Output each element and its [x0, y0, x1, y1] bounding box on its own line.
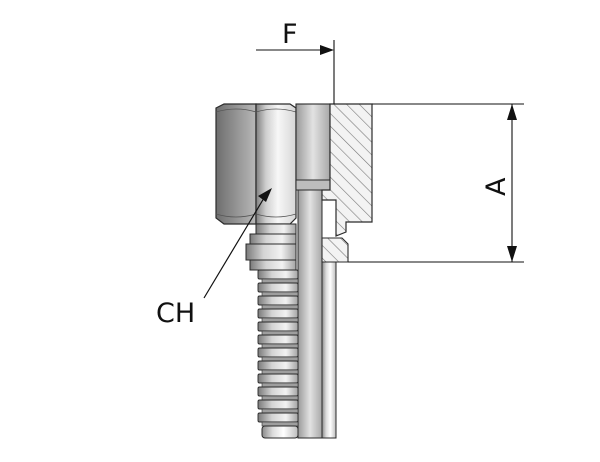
stem-rib	[257, 412, 299, 423]
ribbed-stem	[257, 269, 299, 439]
dimension-f: F	[256, 19, 335, 104]
stem-rib	[257, 308, 299, 319]
hex-face-center	[255, 103, 297, 225]
stem-rib	[257, 386, 299, 397]
stem-rib	[257, 360, 299, 371]
hex-face-left	[215, 103, 257, 225]
stem-groove	[261, 421, 299, 427]
stem-groove	[261, 382, 299, 388]
stem-rib	[257, 373, 299, 384]
stem-rib	[257, 269, 299, 280]
stem-rib	[257, 295, 299, 306]
stem-groove	[261, 291, 299, 297]
stem-groove	[261, 317, 299, 323]
section-hatch	[321, 103, 373, 263]
dimension-a-label: A	[481, 177, 512, 196]
ch-leader: CH	[156, 188, 272, 329]
stem-rib	[257, 347, 299, 358]
collar	[245, 223, 297, 271]
stem-rib	[257, 399, 299, 410]
stem-groove	[261, 330, 299, 336]
stem-groove	[261, 356, 299, 362]
stem-tail	[261, 425, 299, 439]
stem-rib	[257, 282, 299, 293]
stem-groove	[261, 369, 299, 375]
stem-rib	[257, 334, 299, 345]
stem-wall	[321, 261, 337, 439]
hex-nut	[215, 103, 297, 225]
stem-groove	[261, 343, 299, 349]
stem-groove	[261, 278, 299, 284]
stem-rib	[257, 321, 299, 332]
stem-groove	[261, 304, 299, 310]
dimension-a: A	[348, 103, 524, 263]
ch-label: CH	[156, 298, 195, 329]
dimension-f-label: F	[282, 19, 298, 50]
stem-groove	[261, 395, 299, 401]
stem-groove	[261, 408, 299, 414]
